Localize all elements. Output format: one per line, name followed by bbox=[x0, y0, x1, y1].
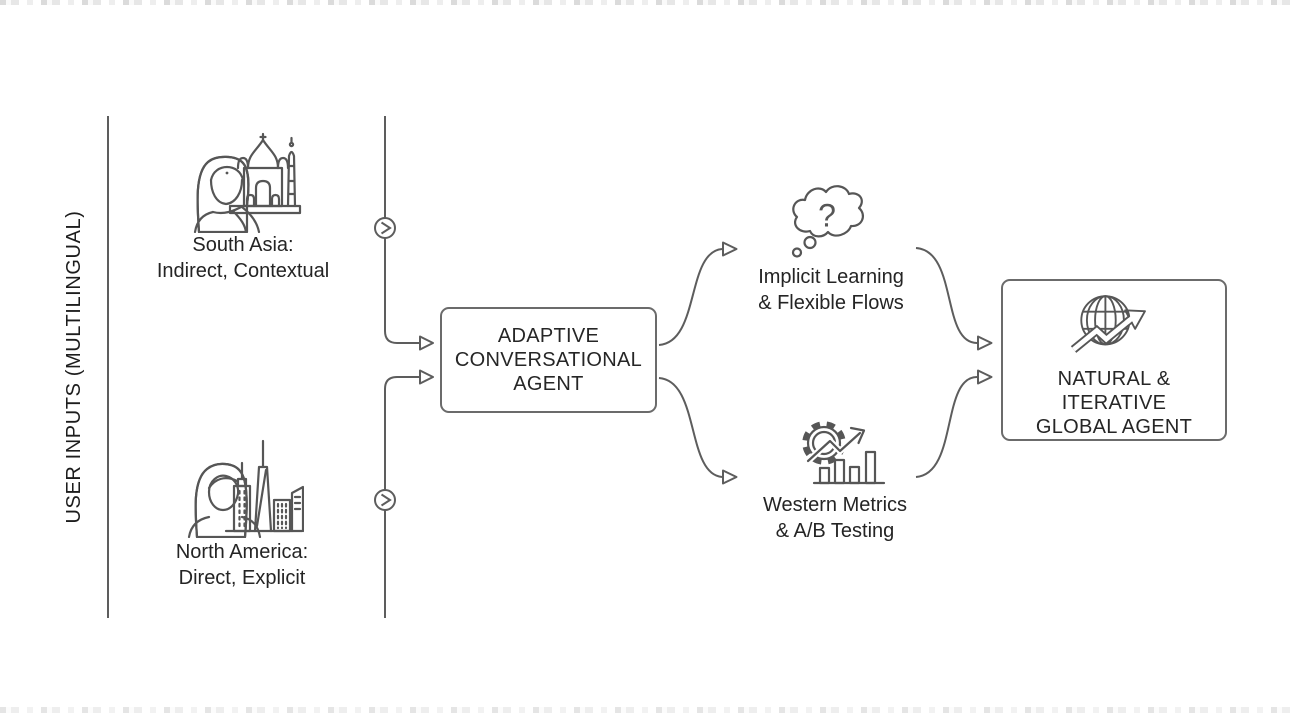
south-asia-title: South Asia: bbox=[192, 234, 294, 256]
woman-with-city-skyline-icon bbox=[187, 439, 304, 538]
natural-global-line2: GLOBAL AGENT bbox=[1035, 416, 1193, 438]
south-asia-subtitle: Indirect, Contextual bbox=[156, 260, 330, 282]
input-rail-lower-line bbox=[384, 376, 420, 618]
curve-implicit-to-result bbox=[915, 247, 978, 344]
curve-agent-to-implicit bbox=[658, 248, 723, 346]
question-mark-glyph: ? bbox=[818, 197, 836, 233]
adaptive-agent-box: ADAPTIVE CONVERSATIONAL AGENT bbox=[440, 307, 657, 413]
western-metrics-caption: Western Metrics & A/B Testing bbox=[695, 492, 975, 544]
adaptive-agent-line3: AGENT bbox=[513, 373, 584, 395]
implicit-learning-line1: Implicit Learning bbox=[758, 266, 904, 288]
curve-western-to-result bbox=[915, 376, 978, 478]
adaptive-agent-line2: CONVERSATIONAL bbox=[454, 349, 643, 371]
implicit-learning-caption: Implicit Learning & Flexible Flows bbox=[691, 264, 971, 316]
input-rail-upper-line bbox=[384, 116, 420, 344]
arrowhead-icon bbox=[977, 369, 993, 385]
south-asia-caption: South Asia: Indirect, Contextual bbox=[103, 232, 383, 284]
arrowhead-icon bbox=[419, 335, 434, 351]
arrowhead-icon bbox=[722, 241, 738, 257]
adaptive-agent-line1: ADAPTIVE bbox=[497, 325, 600, 347]
woman-with-taj-mahal-icon bbox=[193, 132, 302, 233]
north-america-caption: North America: Direct, Explicit bbox=[102, 539, 382, 591]
globe-growth-arrow-icon bbox=[1070, 295, 1146, 353]
western-metrics-line2: & A/B Testing bbox=[775, 520, 895, 542]
arrowhead-icon bbox=[977, 335, 993, 351]
curve-agent-to-western bbox=[658, 377, 723, 478]
arrowhead-icon bbox=[722, 469, 738, 485]
arrowhead-icon bbox=[419, 369, 434, 385]
gear-bar-chart-arrow-icon bbox=[802, 421, 886, 485]
western-metrics-line1: Western Metrics bbox=[762, 494, 908, 516]
north-america-subtitle: Direct, Explicit bbox=[178, 567, 306, 589]
north-america-title: North America: bbox=[175, 541, 309, 563]
natural-global-agent-box: NATURAL & ITERATIVE GLOBAL AGENT bbox=[1001, 279, 1227, 441]
natural-global-line1: NATURAL & ITERATIVE bbox=[1057, 368, 1171, 414]
chevron-circle-top-icon bbox=[374, 217, 396, 239]
implicit-learning-line2: & Flexible Flows bbox=[758, 292, 904, 314]
chevron-circle-bottom-icon bbox=[374, 489, 396, 511]
thought-bubble-question-icon: ? bbox=[791, 185, 864, 258]
